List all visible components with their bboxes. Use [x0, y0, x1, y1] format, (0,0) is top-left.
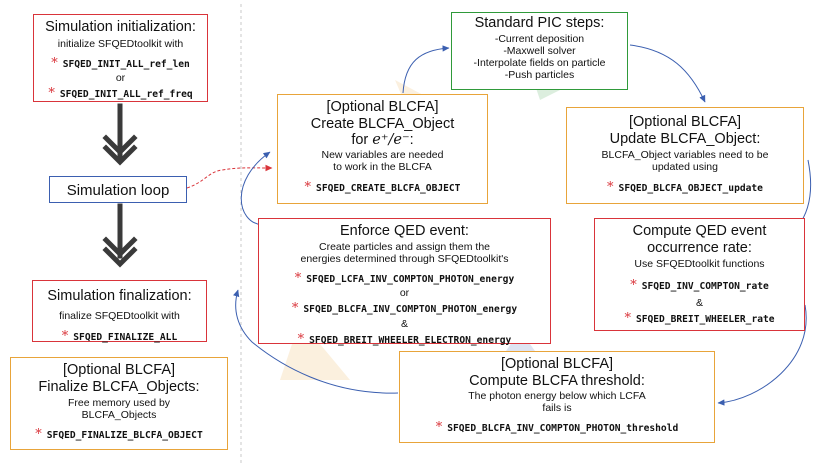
init-code2: SFQED_INIT_ALL_ref_freq: [59, 89, 193, 101]
init-code1: SFQED_INIT_ALL_ref_len: [62, 58, 190, 70]
rate-title2: occurrence rate:: [647, 239, 752, 256]
red-asterisk-icon: *: [35, 427, 42, 443]
pic-item-interpolate-fields: -Interpolate fields on particle: [473, 56, 606, 69]
compute-blcfa-threshold-box: [Optional BLCFA] Compute BLCFA threshold…: [399, 351, 715, 443]
red-asterisk-icon: *: [61, 328, 69, 344]
update-title1: [Optional BLCFA]: [628, 114, 742, 130]
create-species: e⁺/e⁻: [372, 132, 410, 149]
red-asterisk-icon: *: [630, 278, 637, 294]
simulation-loop-box: Simulation loop: [49, 176, 187, 203]
pic-item-current-deposition: -Current deposition: [494, 32, 585, 45]
rate-code2-row: * SFQED_BREIT_WHEELER_rate: [595, 309, 804, 327]
create-colon: :: [409, 132, 414, 149]
enforce-to-create-arrow: [240, 151, 271, 226]
enforce-line2: energies determined through SFQEDtoolkit…: [300, 252, 509, 265]
update-blcfa-object-box: [Optional BLCFA] Update BLCFA_Object: BL…: [566, 107, 804, 204]
init-title: Simulation initialization:: [45, 19, 196, 35]
rate-line: Use SFQEDtoolkit functions: [634, 258, 765, 271]
simulation-initialization-box: Simulation initialization: initialize SF…: [33, 14, 208, 102]
finalize-line: finalize SFQEDtoolkit with: [59, 309, 180, 322]
threshold-code: SFQED_BLCFA_INV_COMPTON_PHOTON_threshold: [447, 423, 679, 435]
init-code1-row: * SFQED_INIT_ALL_ref_len: [34, 54, 207, 72]
compute-qed-rate-box: Compute QED event occurrence rate: Use S…: [594, 218, 805, 331]
create-to-pic-arrow: [402, 45, 450, 94]
red-asterisk-icon: *: [435, 420, 443, 436]
loop-to-create-arrow: [186, 164, 273, 189]
pic-item-push-particles: -Push particles: [504, 68, 575, 81]
create-line2: to work in the BLCFA: [333, 161, 432, 174]
enforce-code3-row: * SFQED_BREIT_WHEELER_ELECTRON_energy: [259, 330, 550, 348]
red-asterisk-icon: *: [607, 180, 614, 196]
finalize-blcfa-code-row: * SFQED_FINALIZE_BLCFA_OBJECT: [11, 425, 227, 443]
enforce-qed-event-box: Enforce QED event: Create particles and …: [258, 218, 551, 347]
threshold-title2: Compute BLCFA threshold:: [469, 372, 645, 389]
enforce-code1-row: * SFQED_LCFA_INV_COMPTON_PHOTON_energy: [259, 269, 550, 287]
pic-title: Standard PIC steps:: [474, 15, 605, 31]
standard-pic-steps-box: Standard PIC steps: -Current deposition …: [451, 12, 628, 90]
enforce-line1: Create particles and assign them the: [318, 240, 490, 253]
pic-to-update-arrow: [629, 44, 706, 103]
simulation-finalization-box: Simulation finalization: finalize SFQEDt…: [32, 280, 207, 345]
finalize-title: Simulation finalization:: [47, 288, 192, 304]
rate-title1: Compute QED event: [632, 223, 767, 239]
rate-amp: &: [695, 296, 703, 309]
red-asterisk-icon: *: [624, 310, 631, 326]
threshold-to-enforce-arrow: [233, 289, 399, 394]
finalize-blcfa-line2: BLCFA_Objects: [81, 409, 157, 422]
finalize-blcfa-code: SFQED_FINALIZE_BLCFA_OBJECT: [46, 430, 203, 442]
create-species-row: for e⁺/e⁻:: [278, 132, 487, 149]
red-asterisk-icon: *: [304, 180, 312, 196]
enforce-code2-row: * SFQED_BLCFA_INV_COMPTON_PHOTON_energy: [259, 299, 550, 317]
update-title2: Update BLCFA_Object:: [609, 130, 761, 147]
threshold-title1: [Optional BLCFA]: [500, 356, 614, 372]
enforce-code2: SFQED_BLCFA_INV_COMPTON_PHOTON_energy: [303, 304, 518, 316]
update-line1: BLCFA_Object variables need to be: [601, 149, 769, 162]
red-asterisk-icon: *: [294, 270, 302, 286]
double-chevron-down-icon: [102, 203, 138, 268]
create-code: SFQED_CREATE_BLCFA_OBJECT: [316, 183, 461, 195]
init-code2-row: * SFQED_INIT_ALL_ref_freq: [34, 84, 207, 102]
finalize-blcfa-box: [Optional BLCFA] Finalize BLCFA_Objects:…: [10, 357, 228, 450]
rate-code1: SFQED_INV_COMPTON_rate: [641, 281, 769, 293]
red-asterisk-icon: *: [51, 55, 58, 71]
create-line1: New variables are needed: [321, 149, 444, 162]
threshold-line2: fails is: [542, 402, 572, 415]
init-or: or: [115, 72, 126, 85]
red-asterisk-icon: *: [291, 301, 299, 317]
create-title1: [Optional BLCFA]: [326, 99, 439, 115]
enforce-title: Enforce QED event:: [340, 223, 469, 239]
init-line: initialize SFQEDtoolkit with: [57, 37, 184, 50]
enforce-code1: SFQED_LCFA_INV_COMPTON_PHOTON_energy: [306, 273, 515, 285]
finalize-blcfa-title2: Finalize BLCFA_Objects:: [38, 378, 200, 395]
finalize-code-row: * SFQED_FINALIZE_ALL: [33, 327, 206, 345]
rate-to-threshold-arrow: [717, 304, 807, 406]
update-code: SFQED_BLCFA_OBJECT_update: [618, 183, 763, 195]
double-chevron-down-icon: [102, 103, 138, 166]
threshold-code-row: * SFQED_BLCFA_INV_COMPTON_PHOTON_threshol…: [400, 418, 714, 436]
threshold-line1: The photon energy below which LCFA: [468, 390, 646, 403]
enforce-amp: &: [400, 317, 408, 330]
rate-code1-row: * SFQED_INV_COMPTON_rate: [595, 276, 804, 294]
red-asterisk-icon: *: [48, 86, 55, 102]
finalize-blcfa-title1: [Optional BLCFA]: [62, 362, 176, 378]
create-blcfa-object-box: [Optional BLCFA] Create BLCFA_Object for…: [277, 94, 488, 204]
loop-title: Simulation loop: [66, 182, 170, 199]
create-title2: Create BLCFA_Object: [310, 115, 455, 132]
update-code-row: * SFQED_BLCFA_OBJECT_update: [567, 178, 803, 196]
create-code-row: * SFQED_CREATE_BLCFA_OBJECT: [278, 178, 487, 196]
red-asterisk-icon: *: [297, 331, 305, 347]
rate-code2: SFQED_BREIT_WHEELER_rate: [635, 313, 775, 325]
finalize-blcfa-line1: Free memory used by: [67, 397, 171, 410]
enforce-code3: SFQED_BREIT_WHEELER_ELECTRON_energy: [309, 334, 512, 346]
create-for-label: for: [351, 132, 369, 149]
update-line2: updated using: [652, 161, 718, 174]
enforce-or: or: [399, 287, 410, 300]
pic-item-maxwell-solver: -Maxwell solver: [503, 44, 576, 57]
finalize-code: SFQED_FINALIZE_ALL: [73, 331, 178, 343]
